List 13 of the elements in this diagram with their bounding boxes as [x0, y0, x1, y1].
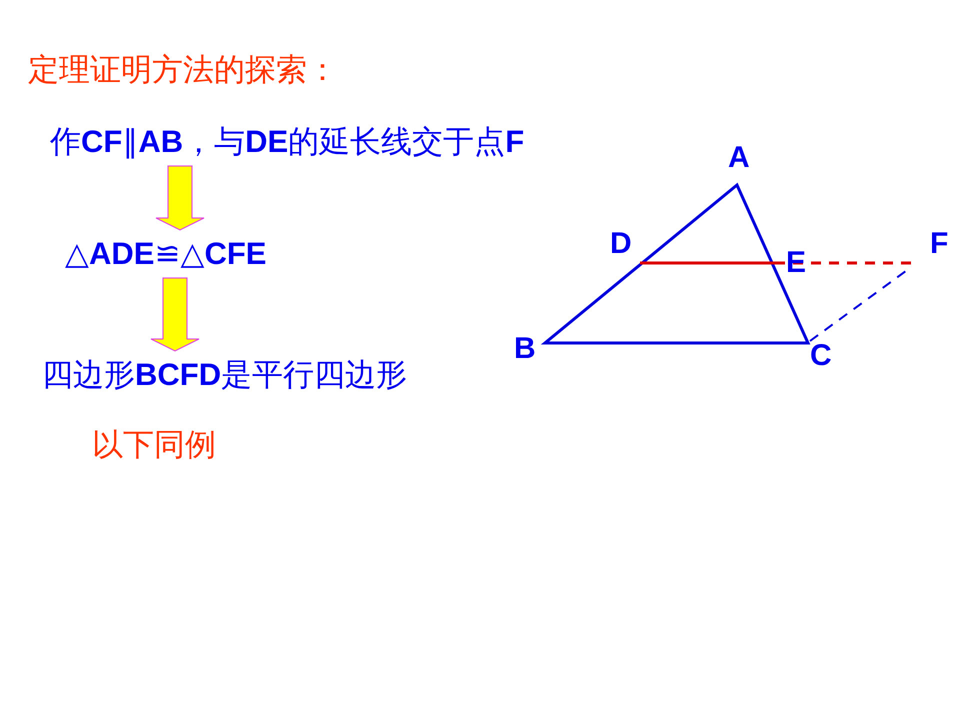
- point-label: D: [610, 228, 632, 260]
- statement-text: △ADE≌△CFE: [65, 234, 266, 274]
- block-arrow: [150, 278, 200, 352]
- point-label: F: [930, 228, 948, 260]
- statement-text: 作CF∥AB，与DE的延长线交于点F: [50, 122, 524, 162]
- statement-text: 四边形BCFD是平行四边形: [42, 355, 408, 395]
- point-label: C: [810, 340, 832, 372]
- note-text: 以下同例: [92, 426, 216, 464]
- point-label: B: [514, 333, 536, 365]
- block-arrow: [156, 166, 204, 231]
- point-label: A: [728, 142, 750, 174]
- point-label: E: [786, 247, 806, 279]
- slide-title: 定理证明方法的探索：: [28, 51, 338, 89]
